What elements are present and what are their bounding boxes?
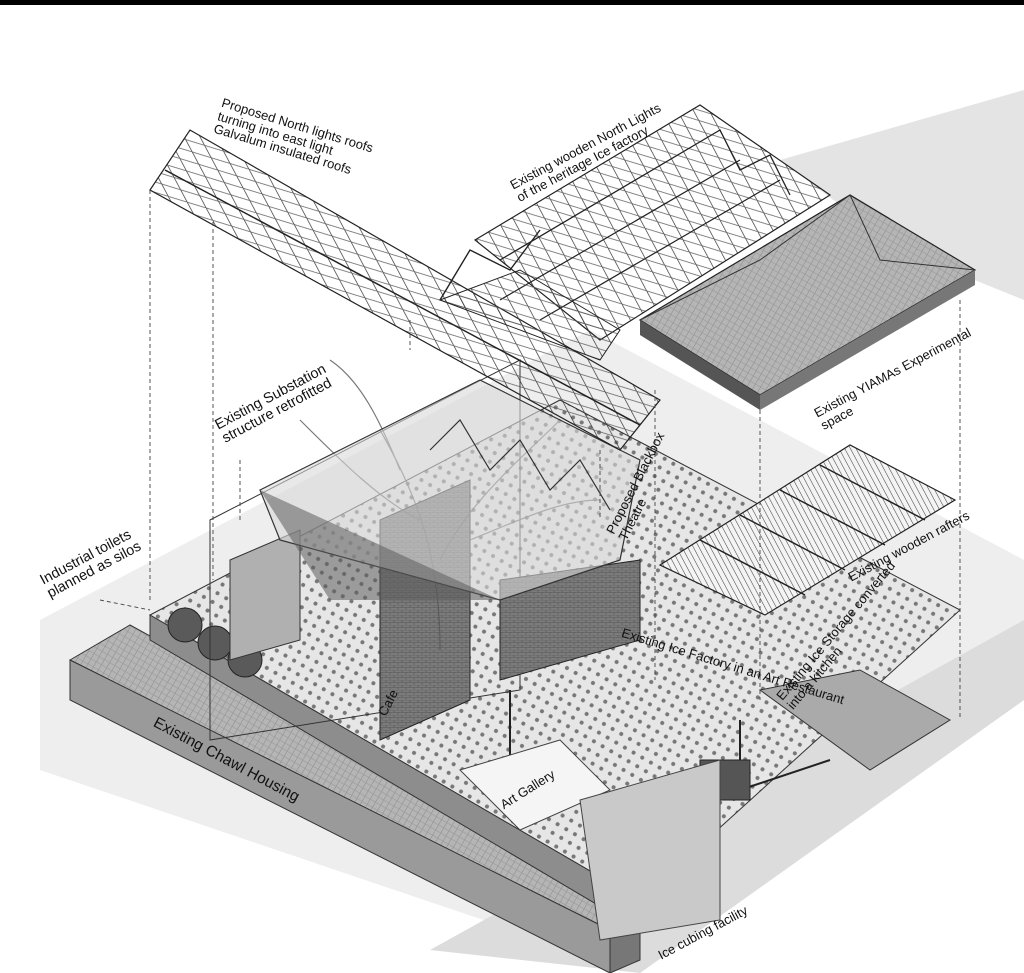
- wooden-rafters-frame: [658, 444, 957, 616]
- blackbox-theatre-volume: [259, 379, 641, 601]
- top-border: [0, 0, 1024, 5]
- projection-lines: [99, 190, 961, 720]
- proposed-roofs: [149, 129, 661, 451]
- yiama-roof: [638, 194, 977, 410]
